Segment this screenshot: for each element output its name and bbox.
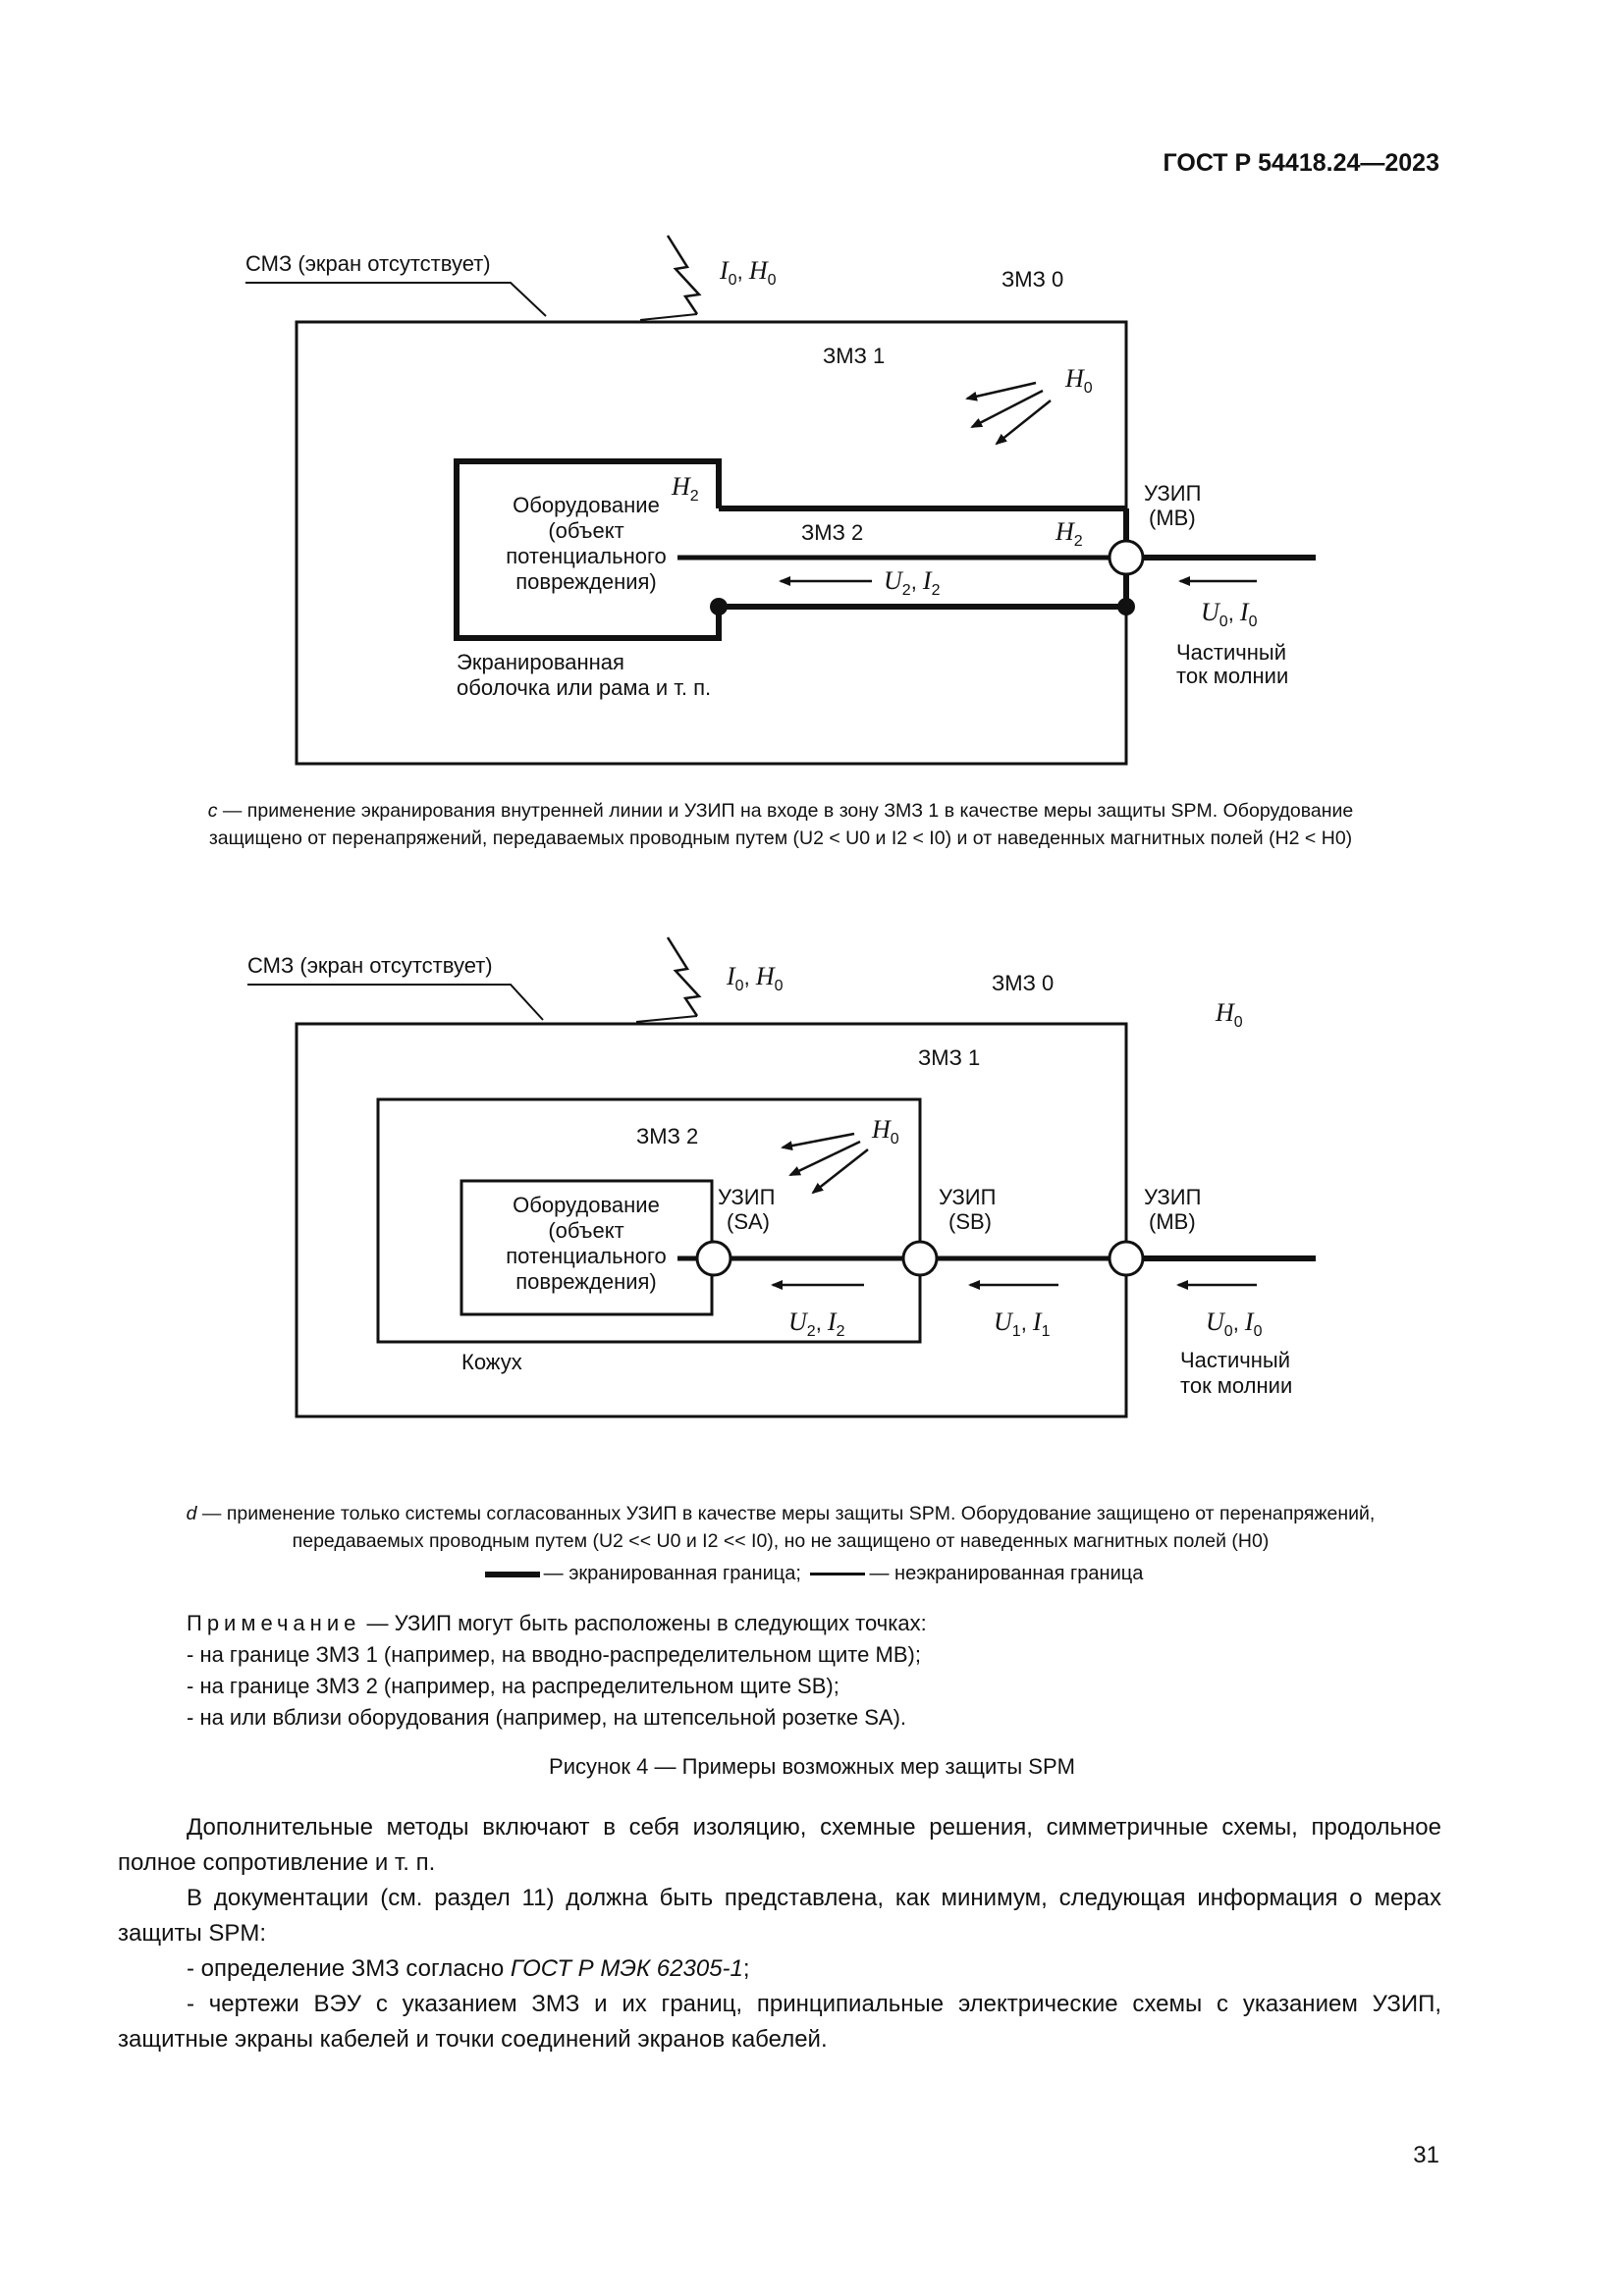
paragraph: Дополнительные методы включают в себя из… [118,1814,1441,1876]
equipment-label-4: повреждения) [515,1269,657,1294]
u0-i0-label: U0, I0 [1201,598,1258,630]
paragraph: В документации (см. раздел 11) должна бы… [118,1885,1441,1947]
note-intro: — УЗИП могут быть расположены в следующи… [360,1611,927,1635]
outer-h0-label: H0 [1215,998,1243,1031]
lightning-i0: I0, H0 [726,962,784,994]
zone-1-boundary [295,1022,1128,1418]
equipment-label-1: Оборудование [513,1193,660,1217]
partial-current-1: Частичный [1180,1348,1290,1372]
legend-unshielded: — неэкранированная граница [869,1563,1144,1584]
note-item: - на или вблизи оборудования (например, … [187,1705,907,1730]
paragraph: - чертежи ВЭУ с указанием ЗМЗ и их грани… [118,1991,1441,2053]
u0-i0-label: U0, I0 [1206,1308,1263,1340]
spd-sa-code: (SA) [727,1209,770,1234]
u2-i2-label: U2, I2 [884,566,941,599]
note-title: Примечание [187,1611,361,1635]
equipment-shield [454,458,722,641]
h0-label: H0 [1064,364,1093,397]
figure-c-diagram: СМЗ (экран отсутствует) I0, H0 ЗМЗ 0 ЗМЗ… [245,235,1316,766]
equipment-label-1: Оборудование [513,493,660,517]
equipment-label-3: потенциального [506,1244,666,1268]
spd-mb-label: (MB) [1149,506,1196,530]
figure-caption: Рисунок 4 — Примеры возможных мер защиты… [549,1754,1075,1779]
u1-i1-label: U1, I1 [994,1308,1051,1340]
partial-current-2: ток молнии [1180,1373,1292,1398]
spd-sb-code: (SB) [948,1209,992,1234]
body-text: Дополнительные методы включают в себя из… [118,1810,1441,2057]
legend: — экранированная граница; — неэкранирова… [0,1563,1624,1585]
spd-sb-label: УЗИП [939,1185,996,1209]
caption-d-line-1: — применение только системы согласованны… [196,1503,1376,1524]
u2-i2-label: U2, I2 [788,1308,845,1340]
leader-line [245,282,547,317]
caption-d-line-2: передаваемых проводным путем (U2 << U0 и… [292,1530,1270,1552]
caption-d-letter: d [186,1503,197,1524]
caption-c-line-1: — применение экранирования внутренней ли… [217,800,1354,822]
lightning-bolt-icon [639,235,702,321]
zone-0-label: ЗМЗ 0 [1001,267,1063,292]
unshielded-line-swatch [810,1573,866,1576]
zone-1-label: ЗМЗ 1 [823,344,885,368]
document-header: ГОСТ Р 54418.24—2023 [1163,149,1439,177]
spd-sb [901,1240,939,1277]
spd-mb [1108,539,1145,576]
paragraph-text: - определение ЗМЗ согласно [187,1955,511,1982]
line-h2: H2 [1055,517,1083,550]
magnetic-field-arrows [965,381,1052,446]
spd-mb [1108,1240,1145,1277]
standard-reference: ГОСТ Р МЭК 62305-1 [510,1955,743,1982]
equipment-label-2: (объект [548,518,623,543]
spd-mb-label: УЗИП [1144,1185,1201,1209]
magnetic-field-arrows [781,1132,869,1195]
lightning-i0: I0, H0 [719,256,777,289]
equip-h2: H2 [671,472,699,505]
lightning-bolt-icon [635,936,702,1023]
caption-c-line-2: защищено от перенапряжений, передаваемых… [208,828,1353,849]
zone-0-label: ЗМЗ 0 [992,971,1054,995]
housing-label: Кожух [461,1350,522,1374]
equipment-label-4: повреждения) [515,569,657,594]
shield-label-2: оболочка или рама и т. п. [457,675,711,700]
leader-line [247,984,544,1021]
lpz-label: СМЗ (экран отсутствует) [245,251,491,276]
zone-2-label: ЗМЗ 2 [636,1124,698,1148]
h0-label: H0 [871,1115,899,1148]
zone-1-label: ЗМЗ 1 [918,1045,980,1070]
shield-label-1: Экранированная [457,650,624,674]
paragraph: - определение ЗМЗ согласно ГОСТ Р МЭК 62… [118,1951,1441,1987]
note-item: - на границе ЗМЗ 1 (например, на вводно-… [187,1642,921,1667]
zone-2-label: ЗМЗ 2 [801,520,863,545]
lpz-label: СМЗ (экран отсутствует) [247,953,493,978]
spd-label: УЗИП [1144,481,1201,506]
caption-d: d — применение только системы согласован… [108,1500,1453,1555]
legend-shielded: — экранированная граница; [543,1563,801,1584]
zone-1-boundary [295,320,1128,766]
figure-d-diagram: СМЗ (экран отсутствует) I0, H0 ЗМЗ 0 H0 … [247,936,1316,1418]
caption-c: c — применение экранирования внутренней … [108,797,1453,852]
zone-2-boundary [376,1097,922,1344]
equipment-label-3: потенциального [506,544,666,568]
partial-current-2: ток молнии [1176,664,1288,688]
spd-sa-label: УЗИП [718,1185,775,1209]
caption-c-letter: c [207,800,218,822]
note: Примечание — УЗИП могут быть расположены… [187,1608,927,1734]
note-item: - на границе ЗМЗ 2 (например, на распред… [187,1674,839,1698]
spd-mb-code: (MB) [1149,1209,1196,1234]
bond-point-right [1117,598,1135,615]
shielded-line-swatch [484,1571,540,1577]
spd-sa [695,1240,732,1277]
paragraph-text: ; [742,1955,750,1982]
partial-current-1: Частичный [1176,640,1286,665]
page-number: 31 [1413,2142,1439,2168]
bond-point-left [710,598,728,615]
equipment-label-2: (объект [548,1218,623,1243]
